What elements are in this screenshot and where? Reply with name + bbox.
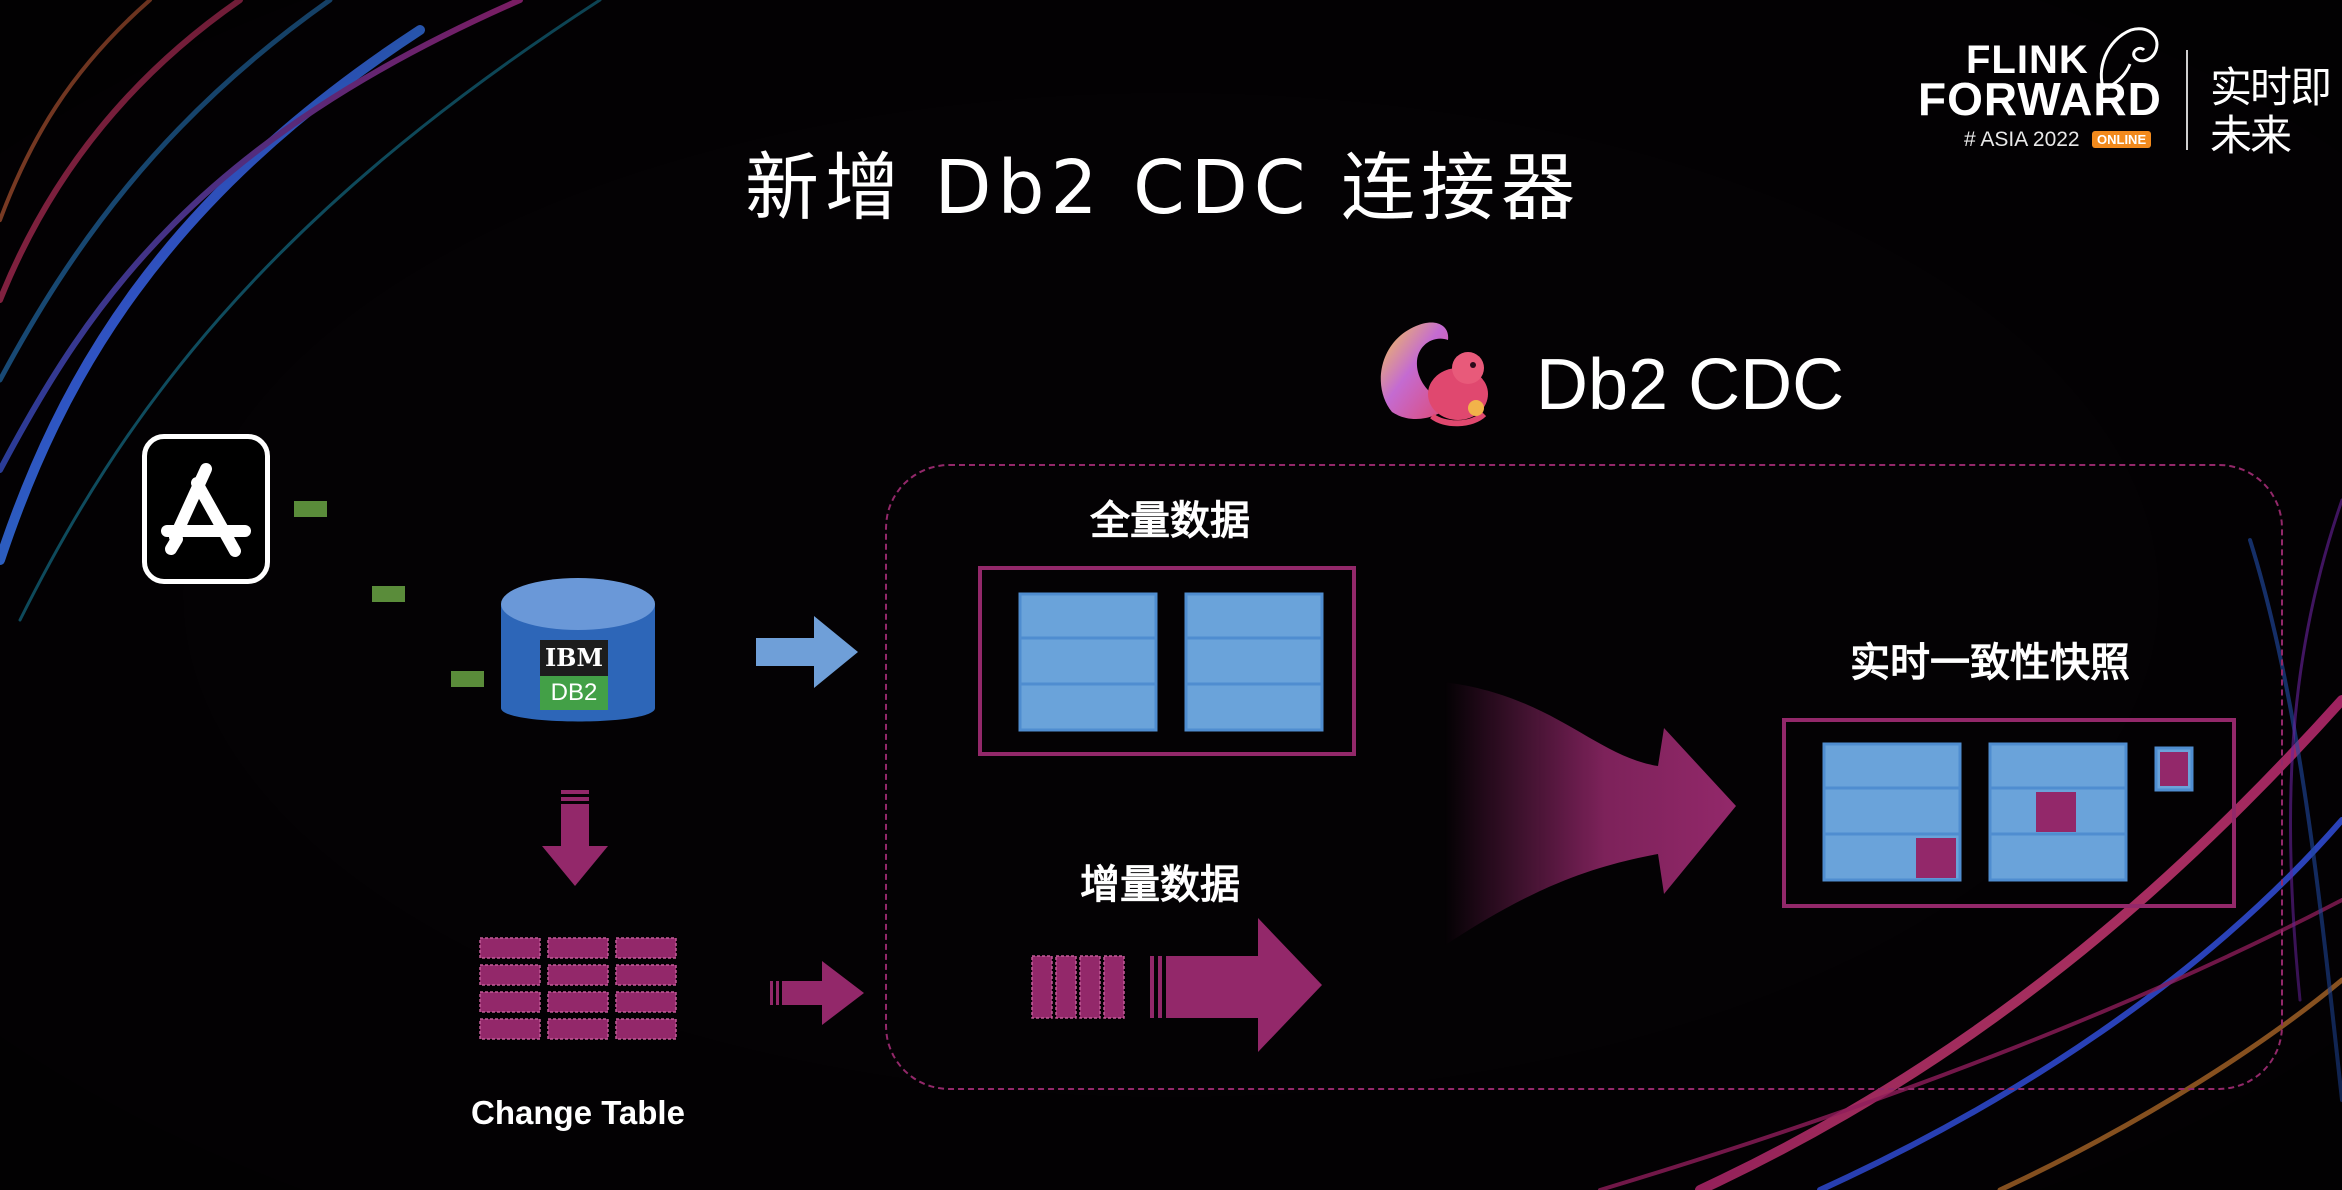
arrow-right-blue-icon (756, 616, 858, 688)
logo-line-forward: FORWARD (1918, 73, 2162, 125)
logo-slogan-line1: 实时即 (2210, 63, 2332, 112)
db-name-label: DB2 (540, 676, 608, 710)
event-logo: FLINK FORWARD # ASIA 2022 ONLINE 实时即 未来 (1910, 20, 2332, 160)
app-store-icon (161, 463, 251, 557)
flow-dash-2 (372, 586, 405, 602)
change-table-label: Change Table (471, 1094, 685, 1131)
flow-dash-3 (451, 671, 484, 687)
logo-line-flink: FLINK (1966, 38, 2089, 82)
connector-title: Db2 CDC (1536, 345, 1845, 425)
squirrel-outline-icon (2099, 27, 2159, 91)
arrow-down-icon (542, 790, 608, 886)
logo-slogan-line2: 未来 (2210, 111, 2292, 160)
full-data-table (978, 566, 1356, 756)
arrow-right-magenta-icon (770, 961, 864, 1025)
merge-arrow (1444, 682, 1736, 946)
incremental-stream-arrow (1031, 918, 1322, 1052)
flink-squirrel-icon (1380, 322, 1488, 427)
logo-tag: # ASIA 2022 (1964, 128, 2080, 151)
full-data-label: 全量数据 (1090, 498, 1250, 544)
logo-badge: ONLINE (2092, 131, 2152, 148)
flow-dash-1 (294, 501, 327, 517)
logo-divider (2186, 50, 2188, 150)
snapshot-label: 实时一致性快照 (1850, 640, 2130, 686)
application-icon (142, 434, 270, 584)
connector-container (885, 464, 2283, 1090)
snapshot-table (1782, 718, 2236, 908)
change-table-grid (478, 936, 678, 1044)
incremental-data-label: 增量数据 (1080, 862, 1240, 908)
db-brand-label: IBM (540, 640, 608, 676)
slide-title: 新增 Db2 CDC 连接器 (745, 145, 1581, 231)
